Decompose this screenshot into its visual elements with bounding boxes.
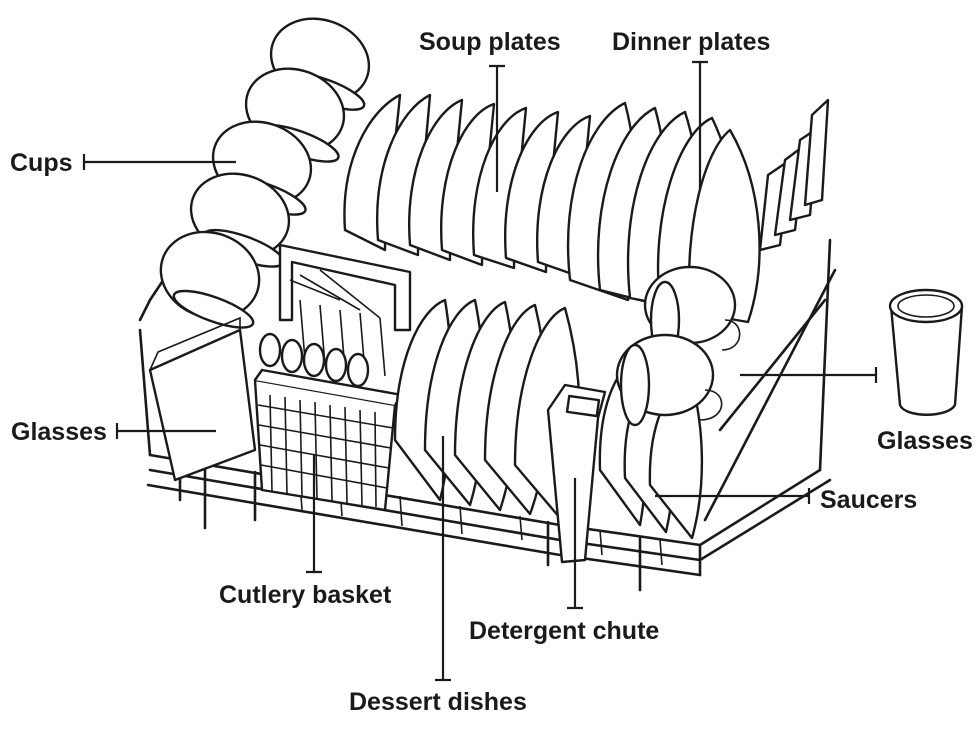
label-glasses-right: Glasses (877, 427, 973, 455)
label-soup-plates: Soup plates (419, 28, 561, 56)
cutlery-basket (253, 243, 412, 512)
label-cutlery-basket: Cutlery basket (219, 581, 392, 609)
right-cups (615, 265, 741, 427)
label-cups: Cups (10, 149, 73, 177)
cups (159, 17, 371, 329)
left-glass (148, 316, 257, 482)
standalone-glass-icon (888, 288, 964, 416)
leader-lines (82, 60, 878, 682)
label-detergent-chute: Detergent chute (469, 617, 659, 645)
label-glasses-left: Glasses (11, 418, 107, 446)
right-glass-holder (758, 98, 830, 252)
label-dessert-dishes: Dessert dishes (349, 688, 527, 716)
label-saucers: Saucers (820, 486, 917, 514)
dinner-plates (566, 101, 761, 324)
soup-plates (343, 93, 592, 278)
detergent-chute (546, 383, 607, 564)
label-dinner-plates: Dinner plates (612, 28, 770, 56)
